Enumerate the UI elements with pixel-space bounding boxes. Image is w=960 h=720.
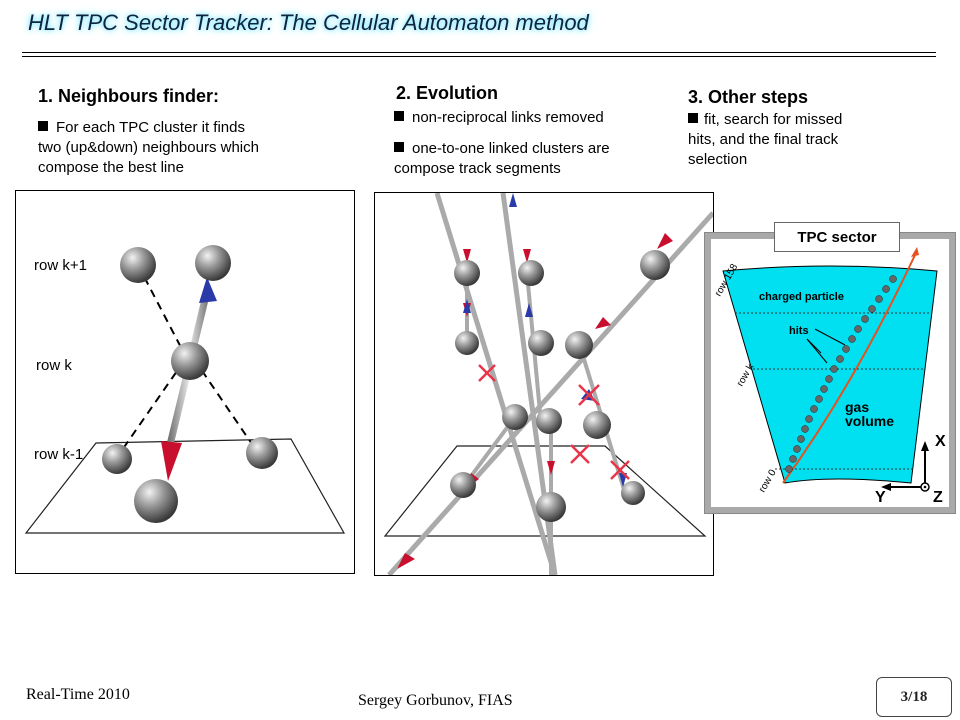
row-upper-label: row k+1 xyxy=(34,257,87,274)
bullet-square-icon xyxy=(38,121,48,131)
cluster-ball xyxy=(195,245,231,281)
down-link-arrow-icon xyxy=(161,441,182,481)
conference-label: Real-Time 2010 xyxy=(26,686,130,703)
evolution-illustration xyxy=(383,192,715,577)
step1-line3: compose the best line xyxy=(38,159,184,176)
tpc-sector-frame: row 158 row k row 0 charged particle hit… xyxy=(704,232,956,514)
page-title: HLT TPC Sector Tracker: The Cellular Aut… xyxy=(28,10,589,35)
tpc-sector-illustration xyxy=(711,239,949,507)
removed-link-cross-icon xyxy=(478,364,630,480)
step3-line2: hits, and the final track xyxy=(688,131,839,148)
evolution-panel xyxy=(374,192,715,577)
step3-line1: fit, search for missed xyxy=(704,111,843,128)
step2-bullet2-line1: one-to-one linked clusters are xyxy=(412,140,610,157)
up-link-arrow-icon xyxy=(199,277,217,303)
cluster-ball xyxy=(528,330,554,356)
axis-z-label: Z xyxy=(933,489,943,506)
row-plane xyxy=(383,445,707,537)
step1-text: For each TPC cluster it finds two (up&do… xyxy=(38,118,259,178)
step2-bullet1: non-reciprocal links removed xyxy=(412,109,604,126)
charged-particle-label: charged particle xyxy=(759,291,844,303)
track-hits xyxy=(785,275,897,473)
cluster-ball xyxy=(120,247,156,283)
row-mid-label: row k xyxy=(36,357,72,374)
step3-heading: 3. Other steps xyxy=(688,87,809,107)
bullet-square-icon xyxy=(688,113,698,123)
neighbours-illustration xyxy=(24,245,346,534)
cluster-ball xyxy=(518,260,544,286)
author-label: Sergey Gorbunov, FIAS xyxy=(358,692,513,709)
neighbours-panel: row k+1 row k row k-1 xyxy=(15,190,355,574)
step1-line1: For each TPC cluster it finds xyxy=(56,119,245,136)
title-rule-2 xyxy=(22,56,936,57)
cluster-ball xyxy=(455,331,479,355)
step1-line2: two (up&down) neighbours which xyxy=(38,139,259,156)
bullet-square-icon xyxy=(394,142,404,152)
cluster-ball xyxy=(450,472,476,498)
cluster-ball xyxy=(536,408,562,434)
step1-heading: 1. Neighbours finder: xyxy=(38,86,220,106)
volume-label: volume xyxy=(845,413,895,429)
cluster-ball xyxy=(640,250,670,280)
gas-label: gas xyxy=(845,399,870,415)
tpc-sector-label: TPC sector xyxy=(774,222,900,252)
axis-x-label: X xyxy=(935,433,946,450)
step2-heading: 2. Evolution xyxy=(396,83,499,103)
cluster-ball xyxy=(565,331,593,359)
row-plane xyxy=(24,438,346,534)
row-lower-label: row k-1 xyxy=(34,446,84,463)
step2-text: non-reciprocal links removed one-to-one … xyxy=(394,108,610,179)
page-number: 3/18 xyxy=(876,677,952,717)
cluster-ball xyxy=(171,342,209,380)
cluster-ball xyxy=(621,481,645,505)
cluster-ball xyxy=(502,404,528,430)
bullet-square-icon xyxy=(394,111,404,121)
cluster-ball xyxy=(134,479,178,523)
cluster-ball xyxy=(536,492,566,522)
cluster-ball xyxy=(454,260,480,286)
step3-line3: selection xyxy=(688,151,748,168)
hits-label: hits xyxy=(789,325,809,337)
cluster-ball xyxy=(102,444,132,474)
cluster-ball xyxy=(246,437,278,469)
title-rule xyxy=(22,52,936,53)
cluster-ball xyxy=(583,411,611,439)
step3-text: fit, search for missed hits, and the fin… xyxy=(688,110,842,170)
axis-y-label: Y xyxy=(875,489,886,506)
step2-bullet2-line2: compose track segments xyxy=(394,160,561,177)
